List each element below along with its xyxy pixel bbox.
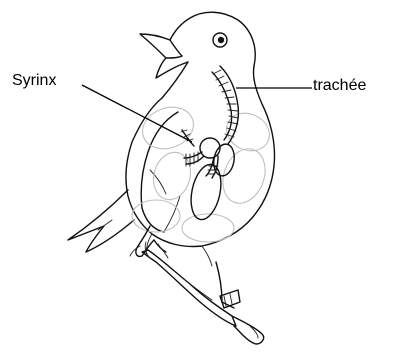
- tail: [68, 190, 134, 252]
- branch: [142, 250, 264, 344]
- bird-head: [140, 12, 255, 98]
- wing: [141, 112, 180, 232]
- bird-body: [126, 66, 275, 266]
- trachee-label: trachée: [313, 77, 366, 95]
- syrinx-label: Syrinx: [12, 72, 56, 90]
- legs: [130, 226, 240, 308]
- trachea: [212, 66, 238, 144]
